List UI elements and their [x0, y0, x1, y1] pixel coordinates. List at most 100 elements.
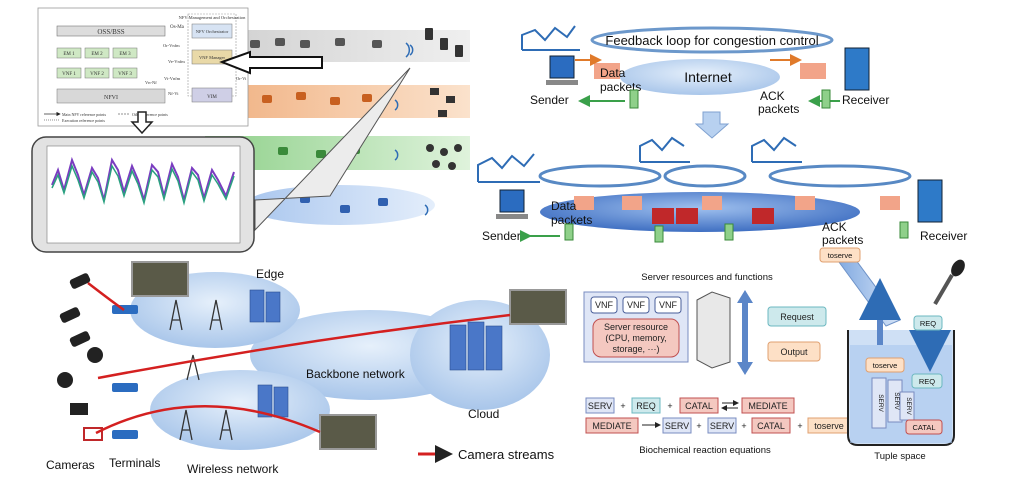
legend-exec-ref: Execution reference points — [62, 118, 105, 123]
serv-label-1: SERV — [877, 394, 884, 412]
cwnd-sawtooth-3 — [751, 136, 797, 162]
congestion-panel: Feedback loop for congestion control Int… — [477, 25, 967, 247]
camera-icon-7 — [83, 427, 103, 441]
server-resources-title: Server resources and functions — [641, 272, 773, 283]
router-icon-3 — [752, 208, 774, 224]
server-resource-detail-2: storage, ···) — [612, 344, 659, 354]
internet-label: Internet — [684, 69, 732, 85]
camera-network-panel: Edge Backbone network Cloud Cameras Term… — [46, 261, 567, 476]
timeseries-plot — [46, 145, 241, 244]
req-label-beaker: REQ — [919, 377, 935, 386]
toserve-box-top — [819, 247, 861, 263]
cwnd-sawtooth-top — [521, 25, 576, 50]
vn-nf-label: Vn-Nf — [145, 80, 157, 85]
eq2-serv-1: SERV — [665, 421, 689, 431]
ve-vnfm-label: Ve-Vnfm — [168, 59, 185, 64]
nfvo-label: NFV Orchestrator — [196, 29, 229, 34]
tuple-space-panel: toserve REQ toserve REQ SERV SERV SERV C… — [819, 247, 965, 462]
data-packets-label-top-1: Data — [600, 66, 626, 80]
reversible-arrow-icon — [721, 400, 739, 411]
sender-keyboard-icon — [546, 80, 578, 85]
ack-packet-top-1 — [629, 89, 639, 109]
terminal-icon-3 — [112, 430, 138, 439]
internet-cloud-bottom — [540, 192, 860, 232]
backbone-label: Backbone network — [306, 367, 406, 381]
toserve-label-top: toserve — [828, 251, 853, 260]
orchestration-label: NFV Management and Orchestration — [179, 15, 247, 20]
receiver-label-top: Receiver — [842, 93, 889, 107]
receiver-label-bottom: Receiver — [920, 229, 967, 243]
data-packets-label-bottom-1: Data — [551, 199, 577, 213]
oss-bss-label: OSS/BSS — [97, 28, 124, 36]
cloud-label: Cloud — [468, 407, 499, 421]
eq1-plus-1: + — [620, 401, 625, 411]
ack-packets-label-top-1: ACK — [760, 89, 785, 103]
request-label: Request — [780, 312, 814, 322]
timeseries-line-2 — [51, 163, 235, 206]
ack-packet-top-2 — [821, 89, 831, 109]
serv-box-1 — [871, 377, 887, 429]
left-arrow-icon — [219, 50, 323, 75]
down-arrow-icon — [694, 111, 730, 139]
terminal-icon-1 — [112, 305, 138, 314]
loop-ellipse-2 — [663, 164, 747, 188]
server-resource-label: Server resource — [604, 322, 668, 332]
video-thumbnail-3 — [319, 414, 377, 450]
sender-computer-icon-bottom — [499, 189, 525, 213]
req-label-top: REQ — [920, 319, 936, 328]
internet-cloud — [620, 59, 780, 95]
eq2-serv-2: SERV — [710, 421, 734, 431]
wireless-label: Wireless network — [187, 462, 279, 476]
cwnd-sawtooth-2 — [639, 136, 685, 162]
camera-icon-1 — [69, 273, 91, 289]
up-arrow-icon — [130, 111, 154, 135]
eq2-mediate: MEDIATE — [592, 421, 631, 431]
ack-packets-label-bottom-2: packets — [822, 233, 863, 247]
eq1-serv: SERV — [588, 401, 612, 411]
loop-ellipse-1 — [538, 164, 662, 188]
em-2-label: EM 2 — [91, 52, 103, 57]
serv-label-3: SERV — [905, 397, 912, 415]
server-resource-detail-1: (CPU, memory, — [605, 333, 666, 343]
output-label: Output — [780, 347, 808, 357]
catal-box-beaker — [905, 419, 943, 435]
ack-packets-label-top-2: packets — [758, 102, 799, 116]
sender-label-top: Sender — [530, 93, 569, 107]
vnf-3-label: VNF 3 — [118, 72, 132, 77]
eq2-catal: CATAL — [757, 421, 785, 431]
req-box-top — [913, 315, 943, 331]
or-vi-label: Or-Vi — [236, 76, 247, 81]
router-icon-1 — [652, 208, 674, 224]
eq1-mediate: MEDIATE — [748, 401, 787, 411]
timeseries-line-1 — [51, 156, 235, 204]
catal-label-beaker: CATAL — [912, 423, 935, 432]
biochem-caption: Biochemical reaction equations — [639, 445, 771, 456]
vnf-box-2: VNF — [627, 300, 646, 310]
server-tower-icon — [696, 291, 731, 369]
eq2-toserve: toserve — [814, 421, 844, 431]
eq2-plus-1: + — [696, 421, 701, 431]
biochem-panel: Server resources and functions VNF VNF V… — [583, 272, 851, 456]
cameras-label: Cameras — [46, 458, 95, 472]
legend-main-ref: Main NFV reference points — [62, 112, 106, 117]
em-3-label: EM 3 — [119, 52, 131, 57]
or-vnfm-label: Or-Vnfm — [163, 43, 180, 48]
eq1-req: REQ — [636, 401, 656, 411]
vi-vnfm-label: Vi-Vnfm — [164, 76, 181, 81]
data-packets-label-bottom-2: packets — [551, 213, 592, 227]
em-1-label: EM 1 — [63, 52, 75, 57]
data-packet-top-2 — [800, 63, 826, 79]
output-box — [767, 341, 821, 362]
camera-icon-2 — [59, 307, 81, 323]
request-box — [767, 306, 827, 327]
feedback-loop-ellipse — [590, 26, 834, 54]
nfv-panel: OSS/BSS Os-Ma NFV Management and Orchest… — [31, 7, 470, 253]
camera-icon-5 — [57, 372, 73, 388]
camera-stream-lines — [87, 282, 511, 435]
ack-packets-label-bottom-1: ACK — [822, 220, 847, 234]
feedback-loop-label: Feedback loop for congestion control — [605, 33, 818, 48]
vnf-manager-label: VNF Manager — [199, 55, 226, 60]
vnf-2-label: VNF 2 — [90, 72, 104, 77]
